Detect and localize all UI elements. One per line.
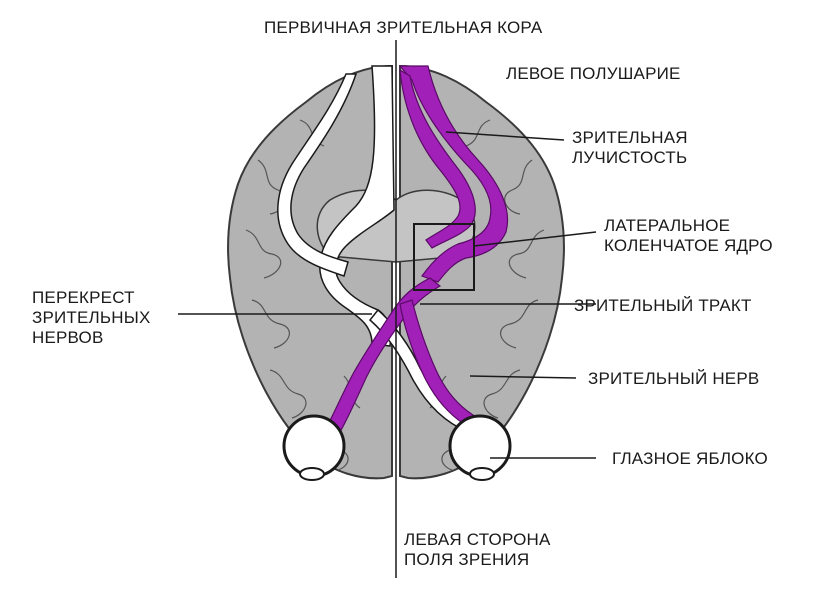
label-primary-visual-cortex: ПЕРВИЧНАЯ ЗРИТЕЛЬНАЯ КОРА	[264, 18, 543, 37]
label-eyeball: ГЛАЗНОЕ ЯБЛОКО	[612, 449, 768, 468]
label-left-visual-field: ЛЕВАЯ СТОРОНА ПОЛЯ ЗРЕНИЯ	[404, 530, 551, 569]
label-optic-tract: ЗРИТЕЛЬНЫЙ ТРАКТ	[574, 296, 752, 315]
label-optic-nerve: ЗРИТЕЛЬНЫЙ НЕРВ	[588, 369, 760, 388]
label-optic-chiasm: ПЕРЕКРЕСТ ЗРИТЕЛЬНЫХ НЕРВОВ	[32, 288, 151, 347]
leader-lines	[178, 131, 597, 459]
left-eyeball	[448, 414, 512, 481]
right-eyeball	[282, 414, 346, 481]
label-lateral-geniculate: ЛАТЕРАЛЬНОЕ КОЛЕНЧАТОЕ ЯДРО	[604, 216, 773, 255]
label-left-hemisphere: ЛЕВОЕ ПОЛУШАРИЕ	[506, 64, 681, 83]
lgn-highlight-box	[413, 223, 475, 291]
label-optic-radiation: ЗРИТЕЛЬНАЯ ЛУЧИСТОСТЬ	[572, 128, 688, 167]
